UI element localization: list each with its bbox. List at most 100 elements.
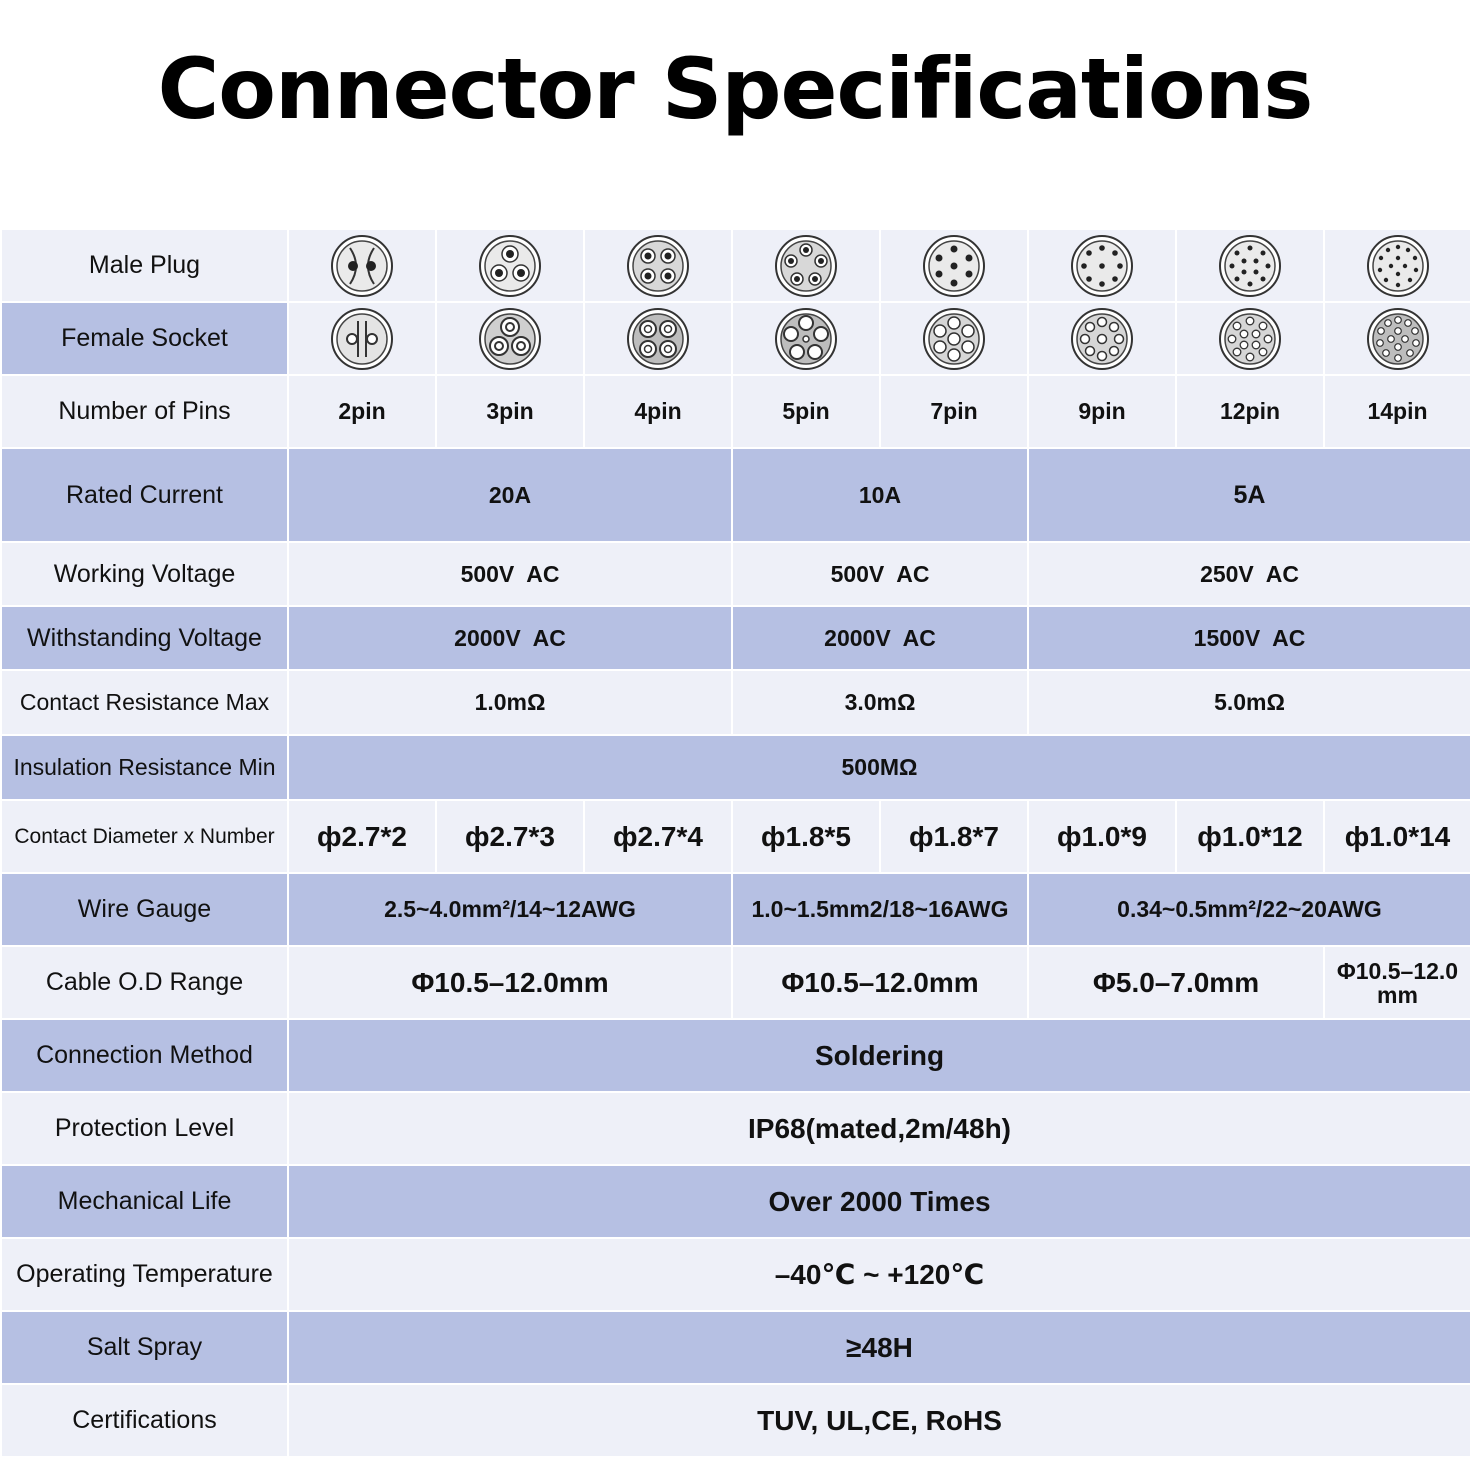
- rated-current-value: 5A: [1027, 447, 1470, 543]
- contact-diameter-value: ф1.0*9: [1027, 799, 1177, 874]
- salt-spray-value: ≥48H: [287, 1310, 1470, 1385]
- label-operating-temperature: Operating Temperature: [0, 1237, 289, 1312]
- contact-diameter-value: ф2.7*2: [287, 799, 437, 874]
- mechanical-life-value: Over 2000 Times: [287, 1164, 1470, 1239]
- male-12pin-cell: [1175, 228, 1325, 303]
- cable-od-value: Φ10.5–12.0 mm: [1323, 945, 1470, 1020]
- label-protection-level: Protection Level: [0, 1091, 289, 1166]
- label-working-voltage: Working Voltage: [0, 541, 289, 607]
- female-2pin-cell: [287, 301, 437, 376]
- male-9pin-cell: [1027, 228, 1177, 303]
- label-wire-gauge: Wire Gauge: [0, 872, 289, 947]
- male-5pin-cell: [731, 228, 881, 303]
- wire-gauge-value: 1.0~1.5mm2/18~16AWG: [731, 872, 1029, 947]
- contact-diameter-value: ф1.8*5: [731, 799, 881, 874]
- contact-diameter-value: ф1.0*12: [1175, 799, 1325, 874]
- insulation-resistance-value: 500MΩ: [287, 734, 1470, 801]
- row-protection-level: Protection Level IP68(mated,2m/48h): [0, 1091, 1470, 1166]
- male-4pin-cell: [583, 228, 733, 303]
- female-12pin-icon: [1219, 307, 1281, 370]
- female-7pin-icon: [923, 307, 985, 370]
- label-number-of-pins: Number of Pins: [0, 374, 289, 449]
- row-working-voltage: Working Voltage 500V AC 500V AC 250V AC: [0, 541, 1470, 607]
- withstanding-voltage-value: 2000V AC: [287, 605, 733, 671]
- row-cable-od: Cable O.D Range Φ10.5–12.0mm Φ10.5–12.0m…: [0, 945, 1470, 1020]
- certifications-value: TUV, UL,CE, RoHS: [287, 1383, 1470, 1458]
- label-insulation-resistance: Insulation Resistance Min: [0, 734, 289, 801]
- male-4pin-icon: [627, 234, 689, 297]
- male-7pin-icon: [923, 234, 985, 297]
- female-14pin-cell: [1323, 301, 1470, 376]
- label-withstanding-voltage: Withstanding Voltage: [0, 605, 289, 671]
- female-3pin-icon: [479, 307, 541, 370]
- rated-current-value: 20A: [287, 447, 733, 543]
- female-4pin-cell: [583, 301, 733, 376]
- female-12pin-cell: [1175, 301, 1325, 376]
- row-withstanding-voltage: Withstanding Voltage 2000V AC 2000V AC 1…: [0, 605, 1470, 671]
- label-contact-diameter: Contact Diameter x Number: [0, 799, 289, 874]
- working-voltage-value: 500V AC: [287, 541, 733, 607]
- withstanding-voltage-value: 1500V AC: [1027, 605, 1470, 671]
- row-insulation-resistance: Insulation Resistance Min 500MΩ: [0, 734, 1470, 801]
- male-2pin-cell: [287, 228, 437, 303]
- label-connection-method: Connection Method: [0, 1018, 289, 1093]
- pins-value: 4pin: [583, 374, 733, 449]
- female-4pin-icon: [627, 307, 689, 370]
- female-3pin-cell: [435, 301, 585, 376]
- wire-gauge-value: 0.34~0.5mm²/22~20AWG: [1027, 872, 1470, 947]
- pins-value: 3pin: [435, 374, 585, 449]
- pins-value: 7pin: [879, 374, 1029, 449]
- withstanding-voltage-value: 2000V AC: [731, 605, 1029, 671]
- spec-table: Male Plug Female Socket Number of Pins 2…: [0, 228, 1470, 1458]
- male-7pin-cell: [879, 228, 1029, 303]
- contact-diameter-value: ф1.0*14: [1323, 799, 1470, 874]
- cable-od-value: Φ10.5–12.0mm: [731, 945, 1029, 1020]
- page-title: Connector Specifications: [157, 40, 1314, 138]
- row-male-plug: Male Plug: [0, 228, 1470, 303]
- working-voltage-value: 250V AC: [1027, 541, 1470, 607]
- female-5pin-icon: [775, 307, 837, 370]
- female-5pin-cell: [731, 301, 881, 376]
- female-14pin-icon: [1366, 307, 1429, 370]
- female-9pin-icon: [1071, 307, 1133, 370]
- label-mechanical-life: Mechanical Life: [0, 1164, 289, 1239]
- row-mechanical-life: Mechanical Life Over 2000 Times: [0, 1164, 1470, 1239]
- label-female-socket: Female Socket: [0, 301, 289, 376]
- female-7pin-cell: [879, 301, 1029, 376]
- working-voltage-value: 500V AC: [731, 541, 1029, 607]
- pins-value: 14pin: [1323, 374, 1470, 449]
- row-rated-current: Rated Current 20A 10A 5A: [0, 447, 1470, 543]
- row-salt-spray: Salt Spray ≥48H: [0, 1310, 1470, 1385]
- male-9pin-icon: [1071, 234, 1133, 297]
- cable-od-value: Φ10.5–12.0mm: [287, 945, 733, 1020]
- contact-diameter-value: ф1.8*7: [879, 799, 1029, 874]
- label-contact-resistance: Contact Resistance Max: [0, 669, 289, 736]
- pins-value: 12pin: [1175, 374, 1325, 449]
- row-certifications: Certifications TUV, UL,CE, RoHS: [0, 1383, 1470, 1458]
- cable-od-value: Φ5.0–7.0mm: [1027, 945, 1325, 1020]
- wire-gauge-value: 2.5~4.0mm²/14~12AWG: [287, 872, 733, 947]
- male-3pin-cell: [435, 228, 585, 303]
- row-number-of-pins: Number of Pins 2pin 3pin 4pin 5pin 7pin …: [0, 374, 1470, 449]
- row-operating-temperature: Operating Temperature –40℃ ~ +120℃: [0, 1237, 1470, 1312]
- contact-diameter-value: ф2.7*4: [583, 799, 733, 874]
- row-female-socket: Female Socket: [0, 301, 1470, 376]
- row-wire-gauge: Wire Gauge 2.5~4.0mm²/14~12AWG 1.0~1.5mm…: [0, 872, 1470, 947]
- pins-value: 9pin: [1027, 374, 1177, 449]
- row-contact-resistance: Contact Resistance Max 1.0mΩ 3.0mΩ 5.0mΩ: [0, 669, 1470, 736]
- contact-diameter-value: ф2.7*3: [435, 799, 585, 874]
- male-2pin-icon: [331, 234, 393, 297]
- female-9pin-cell: [1027, 301, 1177, 376]
- label-rated-current: Rated Current: [0, 447, 289, 543]
- label-cable-od: Cable O.D Range: [0, 945, 289, 1020]
- pins-value: 2pin: [287, 374, 437, 449]
- female-2pin-icon: [331, 307, 393, 370]
- pins-value: 5pin: [731, 374, 881, 449]
- row-connection-method: Connection Method Soldering: [0, 1018, 1470, 1093]
- operating-temperature-value: –40℃ ~ +120℃: [287, 1237, 1470, 1312]
- male-3pin-icon: [479, 234, 541, 297]
- contact-resistance-value: 3.0mΩ: [731, 669, 1029, 736]
- label-certifications: Certifications: [0, 1383, 289, 1458]
- male-12pin-icon: [1219, 234, 1281, 297]
- connection-method-value: Soldering: [287, 1018, 1470, 1093]
